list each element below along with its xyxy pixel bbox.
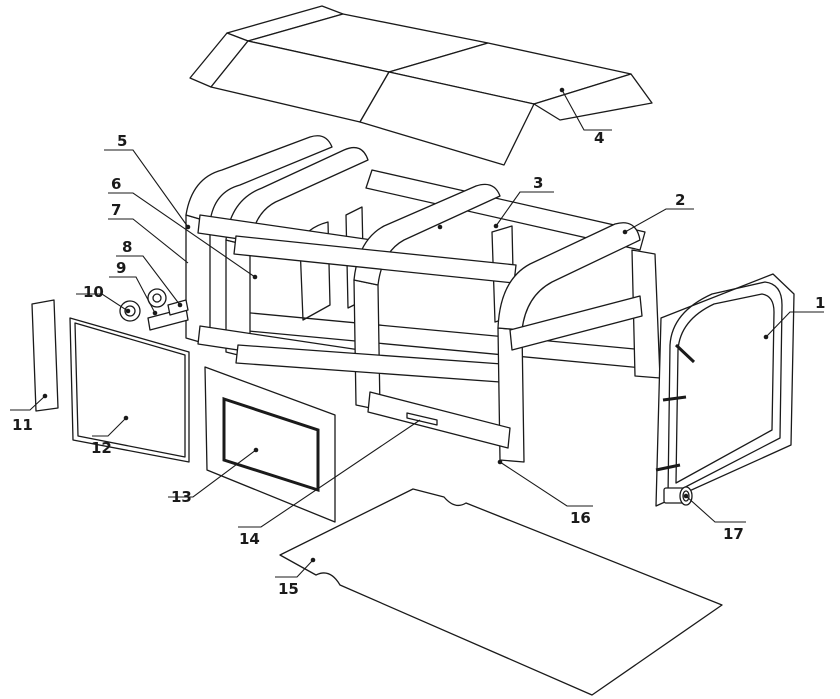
callout-11: 11 (12, 416, 33, 434)
callout-8: 8 (122, 238, 132, 256)
callout-5: 5 (117, 132, 127, 150)
door-panel (655, 273, 795, 507)
filter-panel-large (69, 317, 190, 463)
blowers (119, 288, 189, 331)
zipper-detail (406, 412, 438, 426)
floor-mat (279, 488, 723, 696)
callout-12: 12 (91, 439, 112, 457)
filter-panel-small (204, 366, 336, 523)
callout-3: 3 (533, 174, 543, 192)
callout-9: 9 (116, 259, 126, 277)
callout-10: 10 (83, 283, 104, 301)
side-panel-strip (31, 299, 59, 412)
roof-cover (189, 5, 653, 166)
pointer-dots (42, 87, 769, 563)
callout-13: 13 (171, 488, 192, 506)
callout-6: 6 (111, 175, 121, 193)
callout-1: 1 (815, 294, 825, 312)
callout-16: 16 (570, 509, 591, 527)
frame-front-arch (367, 222, 643, 463)
callout-15: 15 (278, 580, 299, 598)
callout-17: 17 (723, 525, 744, 543)
frame-middle-arch (233, 183, 517, 411)
leader-lines (10, 89, 824, 578)
callout-14: 14 (239, 530, 260, 548)
callout-7: 7 (111, 201, 121, 219)
callout-numbers: 1 2 3 4 5 6 7 8 9 10 11 12 13 14 15 16 1… (12, 129, 825, 598)
callout-2: 2 (675, 191, 685, 209)
callout-4: 4 (594, 129, 604, 147)
